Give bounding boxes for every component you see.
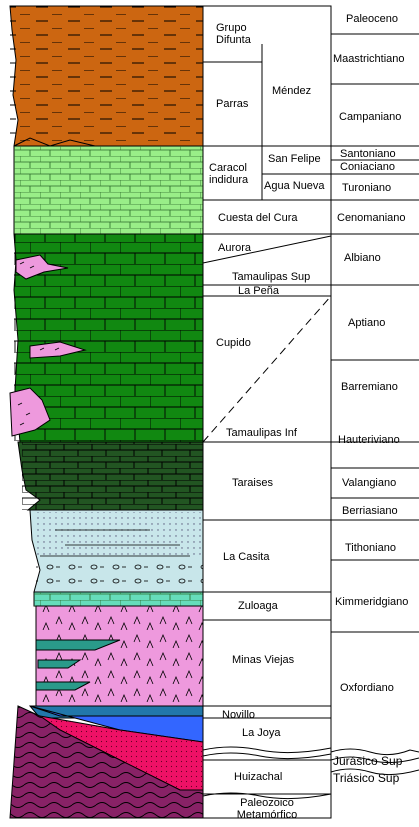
stage-maastrichtiano: Maastrichtiano xyxy=(333,53,405,65)
formation-novillo: Novillo xyxy=(222,709,256,721)
formation-grid xyxy=(202,5,332,819)
formation-mendez: Méndez xyxy=(272,85,312,97)
stage-berriasiano: Berriasiano xyxy=(342,505,398,517)
evaporite-lens-2 xyxy=(29,341,87,359)
lithology-column xyxy=(9,5,204,819)
formation-la-casita: La Casita xyxy=(223,551,270,563)
formation-san-felipe: San Felipe xyxy=(268,153,321,165)
formation-minas-viejas: Minas Viejas xyxy=(232,654,295,666)
formation-aurora: Aurora xyxy=(218,242,252,254)
stage-jurasico-sup: Jurásico Sup xyxy=(333,754,403,768)
formation-la-pena: La Peña xyxy=(238,285,279,297)
formation-taraises: Taraises xyxy=(232,477,273,489)
stage-santoniano: Santoniano xyxy=(340,148,396,160)
formation-caracol: Caracol indidura xyxy=(209,162,249,186)
stage-grid xyxy=(330,6,419,818)
formation-la-joya: La Joya xyxy=(242,727,281,739)
stage-triasico-sup: Triásico Sup xyxy=(333,771,400,785)
formation-tamaulipas-inf: Tamaulipas Inf xyxy=(226,427,297,439)
unconformity-lines xyxy=(202,746,332,800)
evaporite-lens-1 xyxy=(15,254,69,280)
formation-cuesta-del-cura: Cuesta del Cura xyxy=(218,212,298,224)
stage-tithoniano: Tithoniano xyxy=(345,542,396,554)
formation-zuloaga: Zuloaga xyxy=(238,600,278,612)
stage-oxfordiano: Oxfordiano xyxy=(340,682,394,694)
stage-aptiano: Aptiano xyxy=(348,317,386,329)
stage-turoniano: Turoniano xyxy=(342,182,392,194)
interbed-3 xyxy=(35,681,91,691)
stage-barremiano: Barremiano xyxy=(341,381,398,393)
stage-kimmeridgiano: Kimmeridgiano xyxy=(335,596,409,608)
formation-cupido: Cupido xyxy=(216,337,251,349)
formation-paleozoico: Paleozoico Metamórfico xyxy=(236,797,298,821)
interbed-1 xyxy=(35,639,121,651)
stage-hauteriviano: Hauteriviano xyxy=(338,434,400,446)
stage-valangiano: Valangiano xyxy=(342,477,397,489)
formation-parras: Parras xyxy=(216,98,249,110)
formation-tamaulipas-sup: Tamaulipas Sup xyxy=(232,271,311,283)
stage-campaniano: Campaniano xyxy=(339,111,402,123)
stage-paleoceno: Paleoceno xyxy=(346,13,398,25)
stage-coniaciano: Coniaciano xyxy=(340,161,396,173)
stage-albiano: Albiano xyxy=(344,252,381,264)
stage-cenomaniano: Cenomaniano xyxy=(337,212,406,224)
formation-huizachal: Huizachal xyxy=(234,771,283,783)
formation-grupo-difunta: Grupo Difunta xyxy=(216,22,251,46)
formation-agua-nueva: Agua Nueva xyxy=(264,180,325,192)
evaporite-lens-3 xyxy=(9,387,51,437)
interbed-2 xyxy=(37,659,82,669)
